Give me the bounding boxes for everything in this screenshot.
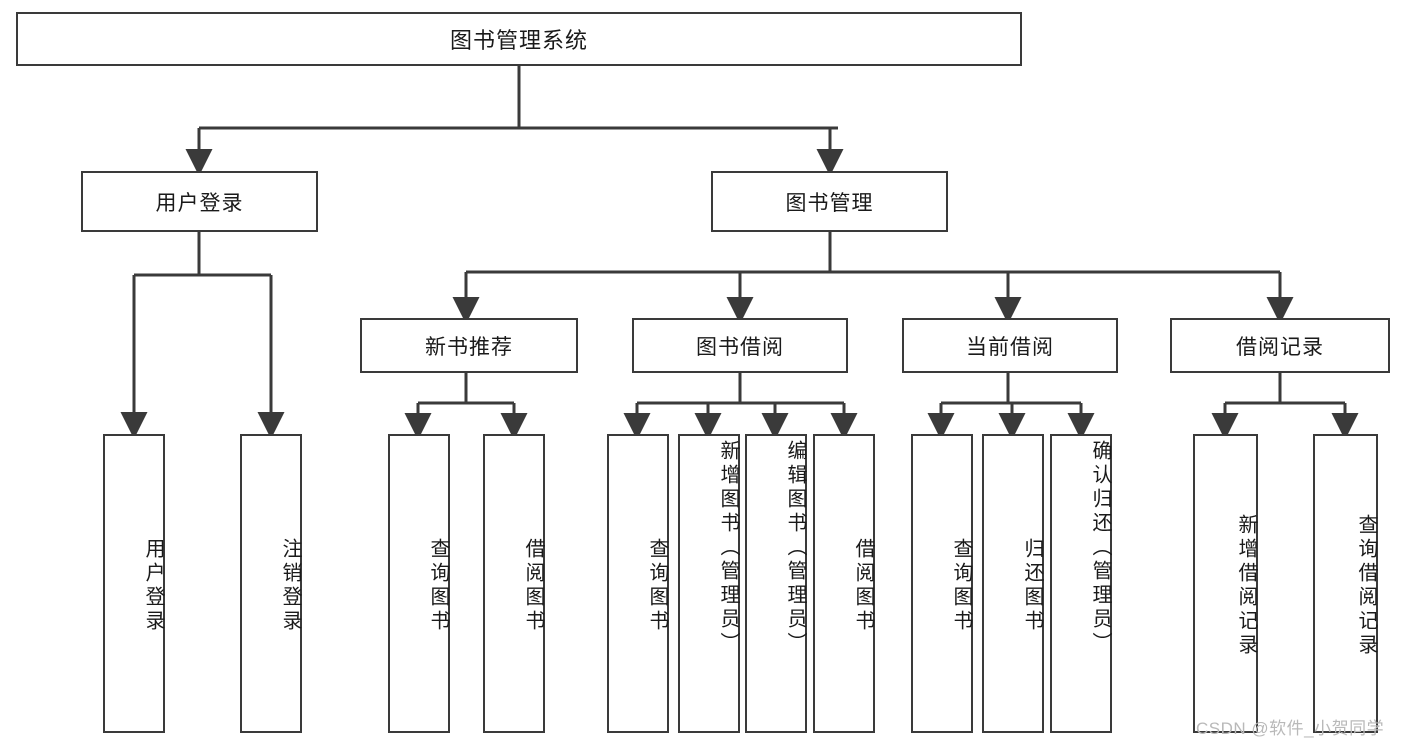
node-leaf-add-record-label: 新增借阅记录 bbox=[1235, 513, 1257, 658]
node-leaf-borrow-book-2-label: 借阅图书 bbox=[852, 537, 874, 634]
node-leaf-confirm-return[interactable]: 确认归还（管理员） bbox=[1050, 434, 1112, 733]
node-leaf-edit-book[interactable]: 编辑图书（管理员） bbox=[745, 434, 807, 733]
node-leaf-query-record[interactable]: 查询借阅记录 bbox=[1313, 434, 1378, 733]
node-book-manage-label: 图书管理 bbox=[785, 191, 874, 215]
watermark: CSDN @软件_小贺同学 bbox=[1196, 719, 1385, 738]
node-borrow-record-label: 借阅记录 bbox=[1236, 335, 1324, 359]
node-leaf-add-book[interactable]: 新增图书（管理员） bbox=[678, 434, 740, 733]
node-leaf-borrow-book-1-label: 借阅图书 bbox=[522, 537, 544, 634]
node-leaf-borrow-book-1[interactable]: 借阅图书 bbox=[483, 434, 545, 733]
node-leaf-query-book-3-label: 查询图书 bbox=[950, 537, 972, 634]
node-leaf-add-book-label: 新增图书（管理员） bbox=[717, 440, 739, 656]
node-root-label: 图书管理系统 bbox=[449, 28, 588, 53]
node-leaf-confirm-return-label: 确认归还（管理员） bbox=[1089, 440, 1111, 656]
node-book-borrow-label: 图书借阅 bbox=[696, 335, 784, 359]
node-leaf-query-record-label: 查询借阅记录 bbox=[1355, 513, 1377, 658]
node-user-login[interactable]: 用户登录 bbox=[81, 171, 318, 232]
node-current-borrow-label: 当前借阅 bbox=[966, 335, 1054, 359]
node-leaf-query-book-2[interactable]: 查询图书 bbox=[607, 434, 669, 733]
node-leaf-return-book-label: 归还图书 bbox=[1021, 537, 1043, 634]
node-leaf-return-book[interactable]: 归还图书 bbox=[982, 434, 1044, 733]
node-leaf-add-record[interactable]: 新增借阅记录 bbox=[1193, 434, 1258, 733]
node-leaf-logout[interactable]: 注销登录 bbox=[240, 434, 302, 733]
node-leaf-user-login-label: 用户登录 bbox=[142, 537, 164, 634]
node-book-borrow[interactable]: 图书借阅 bbox=[632, 318, 848, 373]
node-new-book-rec-label: 新书推荐 bbox=[425, 335, 513, 359]
node-leaf-query-book-1[interactable]: 查询图书 bbox=[388, 434, 450, 733]
node-leaf-query-book-3[interactable]: 查询图书 bbox=[911, 434, 973, 733]
node-borrow-record[interactable]: 借阅记录 bbox=[1170, 318, 1390, 373]
node-book-manage[interactable]: 图书管理 bbox=[711, 171, 948, 232]
node-current-borrow[interactable]: 当前借阅 bbox=[902, 318, 1118, 373]
node-leaf-query-book-1-label: 查询图书 bbox=[427, 537, 449, 634]
node-leaf-logout-label: 注销登录 bbox=[279, 537, 301, 634]
node-leaf-borrow-book-2[interactable]: 借阅图书 bbox=[813, 434, 875, 733]
node-user-login-label: 用户登录 bbox=[155, 191, 244, 215]
node-leaf-edit-book-label: 编辑图书（管理员） bbox=[784, 440, 806, 656]
node-leaf-user-login[interactable]: 用户登录 bbox=[103, 434, 165, 733]
node-root[interactable]: 图书管理系统 bbox=[16, 12, 1022, 66]
node-leaf-query-book-2-label: 查询图书 bbox=[646, 537, 668, 634]
node-new-book-rec[interactable]: 新书推荐 bbox=[360, 318, 578, 373]
